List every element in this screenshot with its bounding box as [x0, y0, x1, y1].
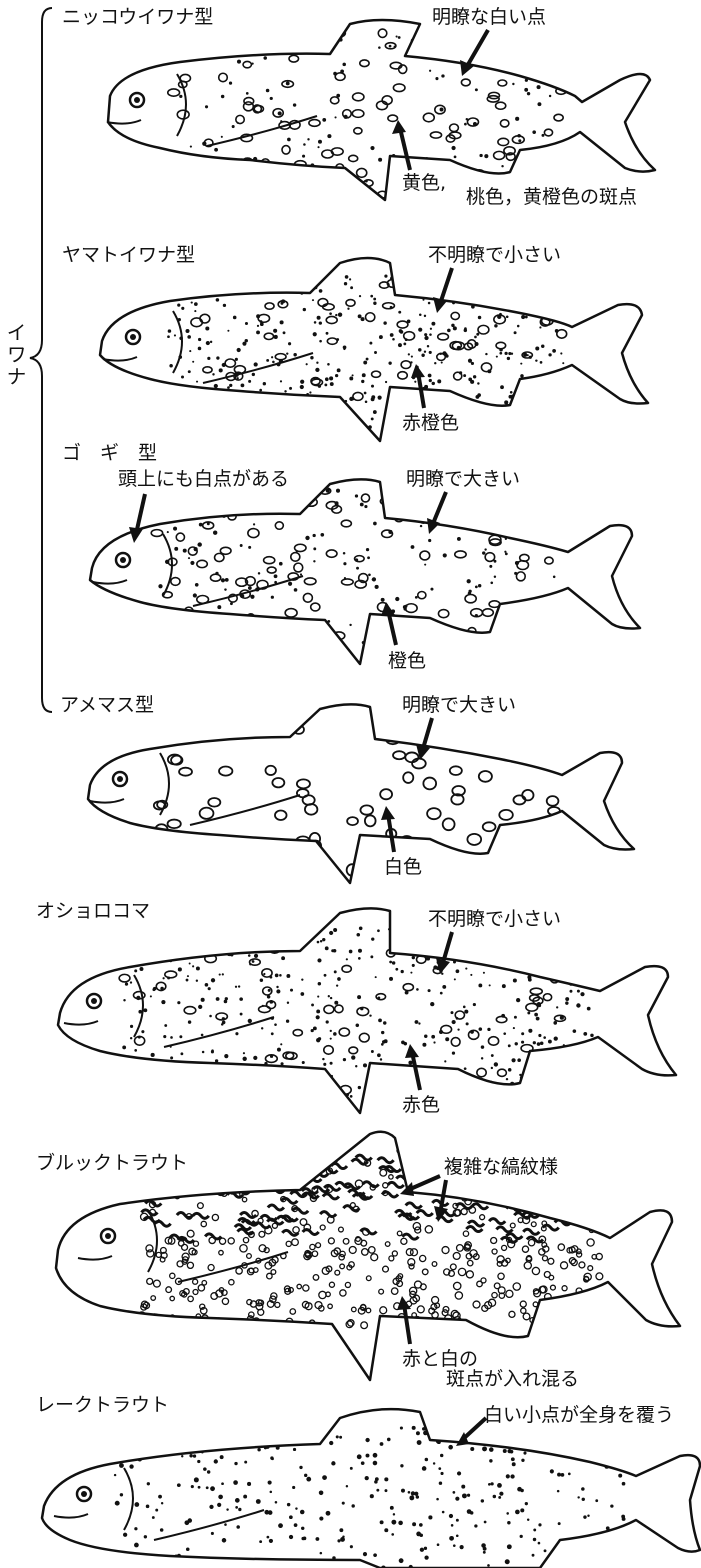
arrow-lake-trout: [0, 0, 701, 1568]
char-species-diagram: イワナ ニッコウイワナ型 明瞭な白い点 黄色, 桃色，黄橙色の斑点 ヤマトイワナ…: [0, 0, 701, 1568]
